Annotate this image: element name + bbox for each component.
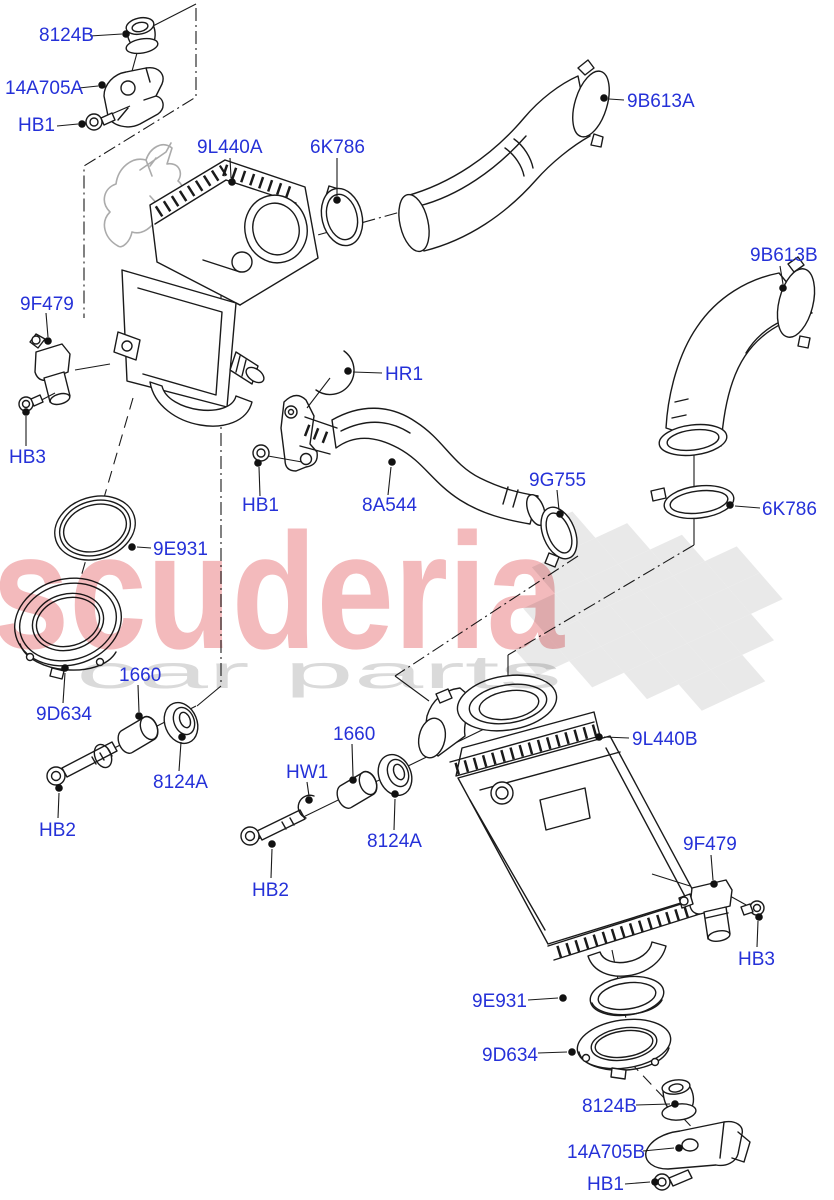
part-label-9F479-left[interactable]: 9F479 — [20, 294, 74, 315]
part-art-9B613A — [398, 59, 610, 253]
part-label-9G755[interactable]: 9G755 — [529, 470, 587, 491]
part-label-9E931-left[interactable]: 9E931 — [153, 539, 208, 560]
part-art-9E931-left — [54, 495, 136, 561]
part-art-9L440B — [417, 674, 704, 977]
part-label-9B613B[interactable]: 9B613B — [750, 245, 818, 266]
part-label-8124B-top[interactable]: 8124B — [39, 25, 94, 46]
part-art-HR1 — [306, 350, 355, 409]
part-art-9L440A — [113, 159, 319, 427]
part-art-9D634-left — [13, 577, 123, 680]
part-label-9L440B[interactable]: 9L440B — [632, 729, 698, 750]
part-art-8124B-bottom — [661, 1079, 697, 1121]
part-art-6K786-right — [650, 484, 735, 520]
part-label-HB1-top[interactable]: HB1 — [18, 115, 55, 136]
part-label-9L440A[interactable]: 9L440A — [197, 137, 263, 158]
part-label-9B613A[interactable]: 9B613A — [627, 91, 695, 112]
part-label-HB1-mid[interactable]: HB1 — [242, 495, 279, 516]
part-art-6K786-top — [320, 185, 364, 247]
part-art-9F479-left — [29, 333, 111, 406]
part-label-HB3-right[interactable]: HB3 — [738, 949, 775, 970]
part-art-9E931-right — [589, 975, 665, 1017]
part-label-HB1-bottom[interactable]: HB1 — [587, 1174, 624, 1195]
brand-watermark: scuderia car parts — [0, 499, 565, 698]
part-art-left-stack — [46, 701, 199, 786]
part-label-6K786-top[interactable]: 6K786 — [310, 137, 365, 158]
part-label-14A705B[interactable]: 14A705B — [567, 1142, 646, 1163]
part-art-14A705A — [103, 67, 164, 128]
part-label-8A544[interactable]: 8A544 — [362, 495, 417, 516]
part-label-HR1[interactable]: HR1 — [385, 364, 424, 385]
part-art-9G755 — [540, 506, 578, 568]
part-label-8124A-center[interactable]: 8124A — [367, 831, 422, 852]
part-label-9F479-right[interactable]: 9F479 — [683, 834, 737, 855]
part-label-9E931-right[interactable]: 9E931 — [472, 991, 527, 1012]
part-art-HB1-top — [85, 105, 131, 131]
part-label-HW1[interactable]: HW1 — [286, 762, 329, 783]
part-art-8124B-top — [125, 16, 159, 83]
part-label-HB3-left[interactable]: HB3 — [9, 447, 46, 468]
part-art-9D634-right — [576, 1018, 672, 1080]
leader-lines — [22, 30, 787, 1186]
part-art-HB3-left — [18, 394, 44, 412]
part-label-1660-center[interactable]: 1660 — [333, 724, 376, 745]
part-label-9D634-right[interactable]: 9D634 — [482, 1045, 538, 1066]
part-art-HB1-bottom — [653, 1169, 693, 1191]
part-label-8124A-left[interactable]: 8124A — [153, 772, 208, 793]
watermark-subtitle-text: car parts — [76, 646, 562, 698]
part-art-HB3-right — [740, 900, 765, 916]
part-label-9D634-left[interactable]: 9D634 — [36, 704, 92, 725]
part-art-9F479-right — [651, 873, 749, 942]
part-label-HB2-center[interactable]: HB2 — [252, 880, 289, 901]
part-art-14A705B — [645, 1120, 751, 1170]
part-label-8124B-bottom[interactable]: 8124B — [582, 1096, 637, 1117]
part-label-HB2-left[interactable]: HB2 — [39, 820, 76, 841]
part-label-1660-left[interactable]: 1660 — [119, 665, 162, 686]
part-label-6K786-right[interactable]: 6K786 — [762, 499, 817, 520]
watermark-brand-text: scuderia — [0, 499, 565, 683]
part-art-9B613B — [658, 256, 816, 457]
part-label-14A705A[interactable]: 14A705A — [5, 78, 84, 99]
